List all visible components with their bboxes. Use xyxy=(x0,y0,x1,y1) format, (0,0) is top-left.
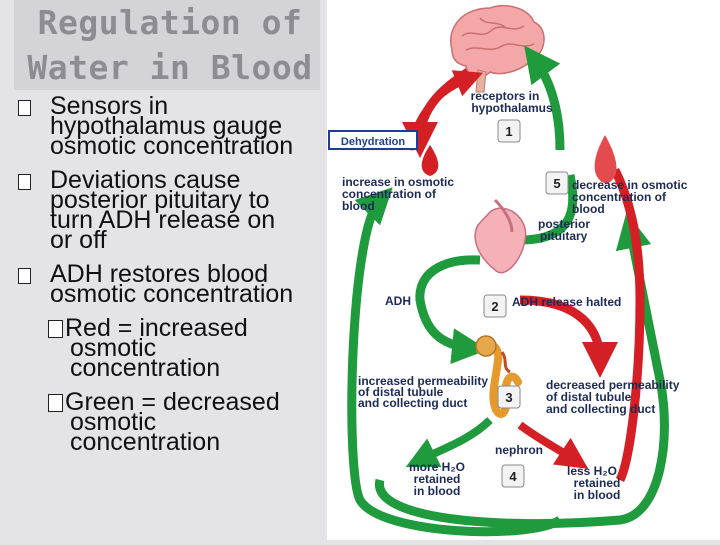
bullet-adh-restores: ADH restores blood osmotic concentration xyxy=(18,260,338,308)
bullet-box-icon xyxy=(18,100,31,116)
adh-halted-label: ADH release halted xyxy=(512,295,621,309)
step-1-badge: 1 xyxy=(497,119,521,143)
bullet-list: Sensors in hypothalamus gauge osmotic co… xyxy=(18,92,338,466)
svg-text:2: 2 xyxy=(491,299,498,314)
arrow-green-left-loop xyxy=(347,187,563,537)
pituitary-icon xyxy=(474,198,527,274)
bullet-sensors: Sensors in hypothalamus gauge osmotic co… xyxy=(18,92,338,160)
bullet-box-icon xyxy=(18,174,31,190)
nephron-label: nephron xyxy=(495,443,543,457)
step-4-badge: 4 xyxy=(501,464,525,488)
title-box xyxy=(14,0,320,90)
bullet-deviations: Deviations cause posterior pituitary to … xyxy=(18,166,338,254)
bullet-line: posterior pituitary to xyxy=(50,186,270,214)
subbullet-line: Red = increased xyxy=(65,314,248,342)
pale-blood-drop-icon xyxy=(594,135,617,184)
arrow-green-adh xyxy=(415,255,488,365)
svg-text:1: 1 xyxy=(505,124,512,139)
svg-text:5: 5 xyxy=(553,176,560,191)
dehydration-label: Dehydration xyxy=(341,136,405,148)
red-blood-drop-icon xyxy=(421,145,439,176)
nephron-icon xyxy=(475,335,522,418)
bullet-line: Sensors in xyxy=(50,92,169,120)
bullet-box-icon xyxy=(18,268,31,284)
bullet-line: hypothalamus gauge xyxy=(50,112,283,140)
subbullet-line: osmotic xyxy=(70,408,157,436)
arrow-green-to-brain xyxy=(524,45,565,151)
title-line-1: Regulation of xyxy=(37,3,303,42)
subbullet-line: concentration xyxy=(70,428,221,456)
slide-title: Regulation of Water in Blood xyxy=(20,0,320,90)
bullet-line: osmotic concentration xyxy=(50,280,294,308)
arrow-red-outer-loop xyxy=(610,167,645,483)
arrow-red-halted xyxy=(519,295,618,378)
arrow-green-outer-loop xyxy=(375,212,669,529)
svg-text:3: 3 xyxy=(505,390,512,405)
bullet-line: or off xyxy=(50,226,107,254)
subbullet-green: Green = decreased osmotic concentration xyxy=(18,390,338,456)
subbullet-box-icon xyxy=(48,320,63,338)
subbullet-box-icon xyxy=(48,394,63,412)
title-line-2: Water in Blood xyxy=(27,48,313,87)
step-5-badge: 5 xyxy=(545,171,569,195)
svg-text:4: 4 xyxy=(509,469,517,484)
arrow-green-loop xyxy=(519,174,578,245)
bullet-line: Deviations cause xyxy=(50,166,241,194)
arrow-green-retained xyxy=(405,417,493,468)
subbullet-line: osmotic xyxy=(70,334,157,362)
step-2-badge: 2 xyxy=(483,294,507,318)
bullet-line: osmotic concentration xyxy=(50,132,294,160)
bullet-line: ADH restores blood xyxy=(50,260,269,288)
arrow-red-less xyxy=(517,421,589,469)
subbullet-line: concentration xyxy=(70,354,221,382)
step-3-badge: 3 xyxy=(497,385,521,409)
subbullet-line: Green = decreased xyxy=(65,388,280,416)
adh-label: ADH xyxy=(385,294,411,308)
bullet-line: turn ADH release on xyxy=(50,206,276,234)
subbullet-red: Red = increased osmotic concentration xyxy=(18,316,338,382)
